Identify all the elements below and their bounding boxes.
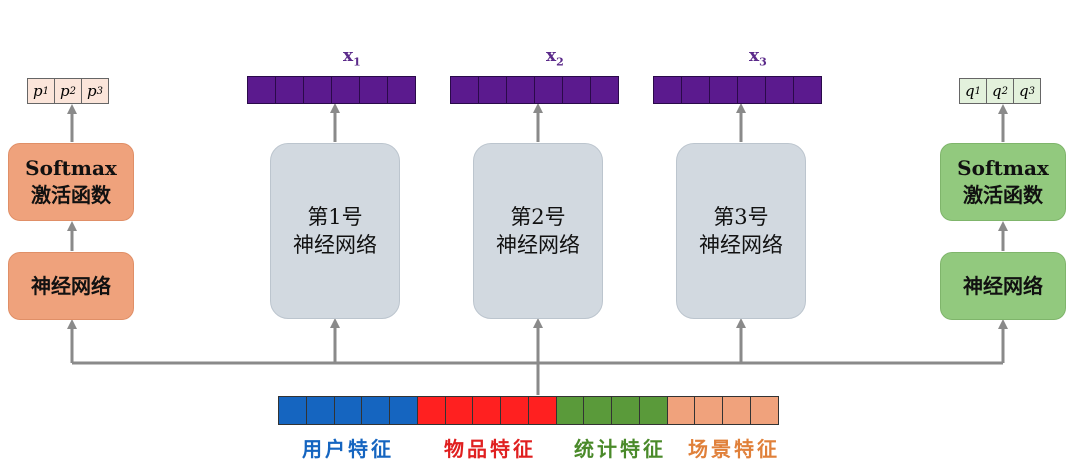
feature-cell: [389, 396, 418, 425]
feature-cell: [583, 396, 613, 425]
network-2-box: 第2号 神经网络: [473, 143, 603, 319]
left-softmax-box: Softmax 激活函数: [8, 143, 134, 221]
feature-cell: [361, 396, 391, 425]
feature-cell: [750, 396, 779, 425]
output-vector-3: [653, 76, 828, 104]
user-feature-label: 用户特征: [302, 437, 394, 461]
network-3-box: 第3号 神经网络: [676, 143, 806, 319]
feature-cell: [416, 396, 446, 425]
output-label-2-base: x: [546, 46, 557, 66]
network-3-line2: 神经网络: [699, 233, 783, 257]
feature-cell: [694, 396, 724, 425]
output-vector-1: [247, 76, 422, 104]
output-vector-2: [450, 76, 625, 104]
output-vector-3-cell: [709, 76, 738, 104]
right-net-label: 神经网络: [963, 273, 1043, 298]
network-2-line1: 第2号: [510, 204, 566, 229]
output-vector-2-cell: [506, 76, 535, 104]
output-label-1-sub: 1: [353, 55, 361, 69]
feature-cell: [527, 396, 557, 425]
output-label-2-sub: 2: [556, 55, 564, 69]
feature-cell: [722, 396, 752, 425]
output-vector-3-cell: [653, 76, 682, 104]
feature-vector: [278, 396, 797, 425]
scene-feature-label: 场景特征: [688, 437, 780, 461]
output-vector-2-cell: [450, 76, 479, 104]
output-vector-1-cell: [275, 76, 304, 104]
output-vector-1-cell: [359, 76, 388, 104]
left-net-label: 神经网络: [31, 273, 111, 298]
feature-cell: [444, 396, 474, 425]
output-label-3: x3: [749, 46, 767, 68]
output-label-1: x1: [343, 46, 361, 68]
right-softmax-box: Softmax 激活函数: [940, 143, 1066, 221]
feature-cell: [305, 396, 335, 425]
output-vector-2-cell: [562, 76, 591, 104]
network-2-line2: 神经网络: [496, 233, 580, 257]
output-label-2: x2: [546, 46, 564, 68]
output-vector-3-cell: [765, 76, 794, 104]
feature-cell: [472, 396, 502, 425]
output-vector-1-cell: [331, 76, 360, 104]
output-vector-3-cell: [737, 76, 766, 104]
stat-feature-label: 统计特征: [574, 437, 666, 461]
network-3-line1: 第3号: [713, 204, 769, 229]
output-vector-3-cell: [681, 76, 710, 104]
output-label-3-base: x: [749, 46, 760, 66]
feature-cell: [611, 396, 640, 425]
feature-cell: [500, 396, 529, 425]
output-vector-3-cell: [793, 76, 822, 104]
right-softmax-title: Softmax: [957, 156, 1049, 180]
output-label-3-sub: 3: [759, 55, 767, 69]
output-vector-1-cell: [247, 76, 276, 104]
right-softmax-subtitle: 激活函数: [963, 183, 1043, 207]
left-softmax-title: Softmax: [25, 156, 117, 180]
right-neural-net-box: 神经网络: [940, 252, 1066, 320]
output-vector-1-cell: [387, 76, 416, 104]
left-neural-net-box: 神经网络: [8, 252, 134, 320]
feature-cell: [333, 396, 363, 425]
output-vector-2-cell: [590, 76, 619, 104]
feature-cell: [278, 396, 307, 425]
output-vector-1-cell: [303, 76, 332, 104]
left-softmax-subtitle: 激活函数: [31, 183, 111, 207]
output-vector-2-cell: [478, 76, 507, 104]
feature-cell: [666, 396, 696, 425]
network-1-line1: 第1号: [307, 204, 363, 229]
output-label-1-base: x: [343, 46, 354, 66]
network-1-line2: 神经网络: [293, 233, 377, 257]
item-feature-label: 物品特征: [444, 437, 536, 461]
output-vector-2-cell: [534, 76, 563, 104]
network-1-box: 第1号 神经网络: [270, 143, 400, 319]
feature-cell: [555, 396, 585, 425]
feature-cell: [638, 396, 668, 425]
